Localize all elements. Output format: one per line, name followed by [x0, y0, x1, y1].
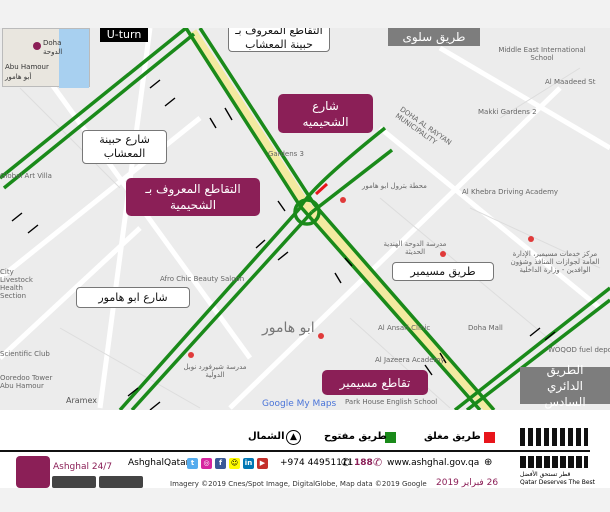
footer: طريق مغلق طريق مفتوح ▲ الشمال قطر تستحق …	[0, 410, 610, 488]
linkedin-icon[interactable]: in	[243, 458, 254, 469]
place-label: Scientific Club	[0, 350, 50, 358]
place-label: Afro Chic Beauty Saloon	[160, 275, 245, 283]
place-label: Makki Gardens 2	[478, 108, 537, 116]
place-label: Al Jazeera Academy	[375, 356, 445, 364]
place-label: مدرسة شيرفورد نوبل الدولية	[183, 363, 247, 379]
inset-abu-hamour-ar: أبو هامور	[5, 73, 32, 81]
place-label: Gardens 3	[268, 150, 304, 158]
callout-habib-street: شارع حبينة المعشاب	[82, 130, 167, 164]
callout-mesaimeer-intersection: تقاطع مسيمير	[322, 370, 428, 395]
callout-mesaimeer-road: طريق مسيمير	[392, 262, 494, 281]
legend-open: طريق مفتوح	[324, 431, 387, 442]
place-label: مدرسة الدوحة الهندية الحديثة	[383, 240, 447, 256]
youtube-icon[interactable]: ▶	[257, 458, 268, 469]
place-label: Al Maadeed St	[545, 78, 596, 86]
google-maps-logo: Google My Maps	[262, 399, 337, 409]
north-arrow-icon: ▲	[286, 430, 301, 445]
road-network	[0, 28, 610, 410]
ashghal-arabic-logo	[520, 428, 588, 446]
inset-abu-hamour-en: Abu Hamour	[5, 63, 49, 71]
hotline-phone-icon: ✆	[373, 456, 383, 469]
date: 26 فبراير 2019	[436, 478, 499, 488]
callout-sixth-ring-road: الطريق الدائري السادس	[520, 363, 610, 409]
place-label: Aramex	[66, 396, 97, 405]
place-label: Doha Mall	[468, 324, 503, 332]
uturn-label: U-turn	[100, 28, 148, 42]
ashghal-logo	[520, 456, 588, 468]
place-label: Global Art Villa	[0, 172, 52, 180]
place-label: محطة بترول ابو هامور	[362, 182, 427, 190]
globe-icon: ⊕	[484, 457, 493, 468]
legend-north: الشمال	[248, 431, 285, 442]
place-label: City Livestock Health Section	[0, 268, 33, 300]
place-label: WOQOD fuel depot	[548, 346, 610, 354]
callout-shuhaimiya-street: شارع الشحيميه	[278, 94, 373, 133]
app-store-badge[interactable]	[99, 476, 143, 488]
ashghal-app-icon[interactable]	[16, 456, 50, 488]
open-road-swatch	[385, 432, 396, 443]
social-handle: AshghalQatar	[128, 458, 190, 468]
callout-abu-hamour-street: شارع ابو هامور	[76, 287, 190, 308]
direction-arrows	[11, 79, 556, 410]
place-label: Middle East International School	[498, 46, 586, 62]
closed-road-segment	[314, 182, 329, 196]
place-label: Ooredoo Tower Abu Hamour	[0, 374, 53, 390]
slogan-ar: قطر تستحق الأفضل	[520, 471, 571, 478]
closed-road-swatch	[484, 432, 495, 443]
website[interactable]: www.ashghal.gov.qa	[387, 458, 480, 468]
facebook-icon[interactable]: f	[215, 458, 226, 469]
snapchat-icon[interactable]: ☺	[229, 458, 240, 469]
callout-habib-intersection: التقاطع المعروف بـ حبينة المعشاب	[228, 28, 330, 52]
callout-salwa-road: طريق سلوى	[388, 28, 480, 46]
twitter-icon[interactable]: t	[187, 458, 198, 469]
phone-icon: ✆	[341, 456, 351, 469]
phone-number: +974 44951111	[280, 458, 354, 468]
place-label: Park House English School	[345, 398, 438, 406]
legend-closed: طريق مغلق	[424, 431, 481, 442]
google-play-badge[interactable]	[52, 476, 96, 488]
app-name: Ashghal 24/7	[53, 462, 113, 472]
hotline: 188	[354, 458, 373, 468]
instagram-icon[interactable]: ◎	[201, 458, 212, 469]
map[interactable]: Doha الدوحة Abu Hamour أبو هامور Middle …	[0, 28, 610, 410]
place-label: Al Khebra Driving Academy	[462, 188, 559, 196]
inset-map: Doha الدوحة Abu Hamour أبو هامور	[2, 28, 90, 88]
map-pins	[188, 197, 534, 358]
divider	[0, 450, 590, 452]
inset-doha-ar: الدوحة	[43, 48, 63, 56]
mesaimeer-road-fill	[187, 29, 494, 410]
inset-doha-en: Doha	[43, 39, 62, 47]
open-roads	[0, 28, 610, 410]
place-label: Al Ansari Clinic	[378, 324, 431, 332]
map-credits: Imagery ©2019 Cnes/Spot Image, DigitalGl…	[170, 480, 427, 488]
slogan-en: Qatar Deserves The Best	[520, 479, 596, 486]
area-label: ابو هامور	[262, 320, 315, 336]
callout-shuhaimiya-intersection: التقاطع المعروف بـ الشحيمية	[126, 178, 260, 216]
place-label: مركز خدمات مسيمير، الإدارة العامة لجوازا…	[510, 250, 600, 274]
